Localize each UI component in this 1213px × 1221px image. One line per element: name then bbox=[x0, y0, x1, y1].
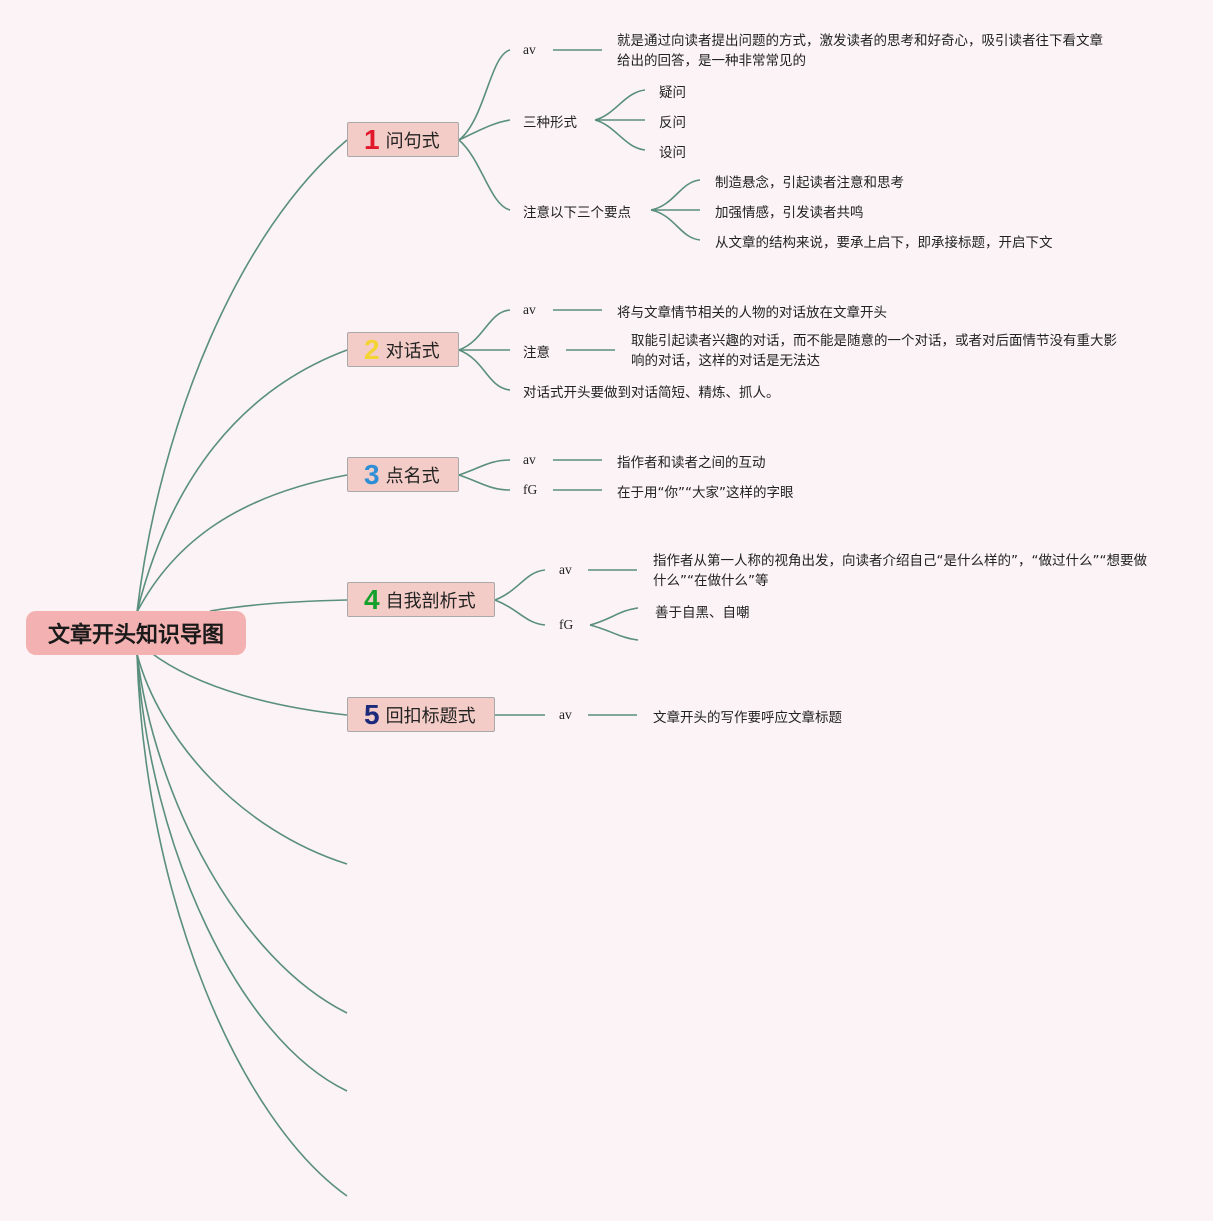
t4-av-node[interactable]: av bbox=[559, 562, 572, 577]
number-3-icon: 3 bbox=[364, 458, 380, 490]
t1-point-item-3[interactable]: 从文章的结构来说，要承上启下，即承接标题，开启下文 bbox=[715, 235, 1053, 251]
topic-3-label: 点名式 bbox=[385, 465, 440, 487]
t4-av-text[interactable]: 指作者从第一人称的视角出发，向读者介绍自己“是什么样的”，“做过什么”“想要做什… bbox=[653, 553, 1147, 589]
t4-fg-node[interactable]: fG bbox=[559, 617, 574, 632]
t3-fg-node[interactable]: fG bbox=[523, 482, 538, 497]
number-4-icon: 4 bbox=[364, 583, 380, 615]
t1-point-item-1[interactable]: 制造悬念，引起读者注意和思考 bbox=[715, 175, 904, 191]
link-root-topic2 bbox=[136, 349, 348, 613]
t1-forms-node[interactable]: 三种形式 bbox=[523, 115, 577, 131]
topic-2[interactable]: 2 对话式 bbox=[347, 332, 459, 367]
t2-note-node[interactable]: 注意 bbox=[523, 345, 550, 361]
link-root-empty1 bbox=[136, 653, 348, 865]
root-node[interactable]: 文章开头知识导图 bbox=[26, 611, 246, 655]
link-root-topic1 bbox=[136, 139, 348, 613]
t2-av-text[interactable]: 将与文章情节相关的人物的对话放在文章开头 bbox=[617, 305, 887, 321]
link-root-empty3 bbox=[136, 653, 348, 1092]
topic-5[interactable]: 5 回扣标题式 bbox=[347, 697, 495, 732]
link-root-empty2 bbox=[136, 653, 348, 1014]
t5-av-text[interactable]: 文章开头的写作要呼应文章标题 bbox=[653, 710, 842, 726]
topic-4[interactable]: 4 自我剖析式 bbox=[347, 582, 495, 617]
t4-fg-text[interactable]: 善于自黑、自嘲 bbox=[655, 605, 750, 621]
number-1-icon: 1 bbox=[364, 123, 380, 155]
link-root-topic4 bbox=[209, 599, 348, 612]
t3-fg-text[interactable]: 在于用“你”“大家”这样的字眼 bbox=[617, 485, 794, 501]
number-2-icon: 2 bbox=[364, 333, 380, 365]
t1-av-node[interactable]: av bbox=[523, 42, 536, 57]
t1-form-item-1[interactable]: 疑问 bbox=[659, 85, 686, 101]
t1-point-item-2[interactable]: 加强情感，引发读者共鸣 bbox=[715, 205, 864, 221]
t1-form-item-3[interactable]: 设问 bbox=[659, 145, 686, 161]
t1-av-text[interactable]: 就是通过向读者提出问题的方式，激发读者的思考和好奇心，吸引读者往下看文章给出的回… bbox=[617, 33, 1103, 69]
t2-av-node[interactable]: av bbox=[523, 302, 536, 317]
t3-av-text[interactable]: 指作者和读者之间的互动 bbox=[617, 455, 766, 471]
t1-points-node[interactable]: 注意以下三个要点 bbox=[523, 205, 631, 221]
link-root-topic3 bbox=[136, 474, 348, 613]
t1-form-item-2[interactable]: 反问 bbox=[659, 115, 686, 131]
t3-av-node[interactable]: av bbox=[523, 452, 536, 467]
link-root-empty4 bbox=[136, 653, 348, 1197]
topic-5-label: 回扣标题式 bbox=[385, 705, 476, 727]
topic-4-label: 自我剖析式 bbox=[385, 590, 476, 612]
t2-note-text[interactable]: 取能引起读者兴趣的对话，而不能是随意的一个对话，或者对后面情节没有重大影响的对话… bbox=[631, 333, 1117, 369]
topic-1[interactable]: 1 问句式 bbox=[347, 122, 459, 157]
topic-3[interactable]: 3 点名式 bbox=[347, 457, 459, 492]
t2-summary[interactable]: 对话式开头要做到对话简短、精炼、抓人。 bbox=[523, 385, 780, 401]
topic-2-label: 对话式 bbox=[385, 340, 440, 362]
number-5-icon: 5 bbox=[364, 698, 380, 730]
topic-1-label: 问句式 bbox=[385, 130, 440, 152]
link-root-topic5 bbox=[149, 651, 348, 716]
t5-av-node[interactable]: av bbox=[559, 707, 572, 722]
